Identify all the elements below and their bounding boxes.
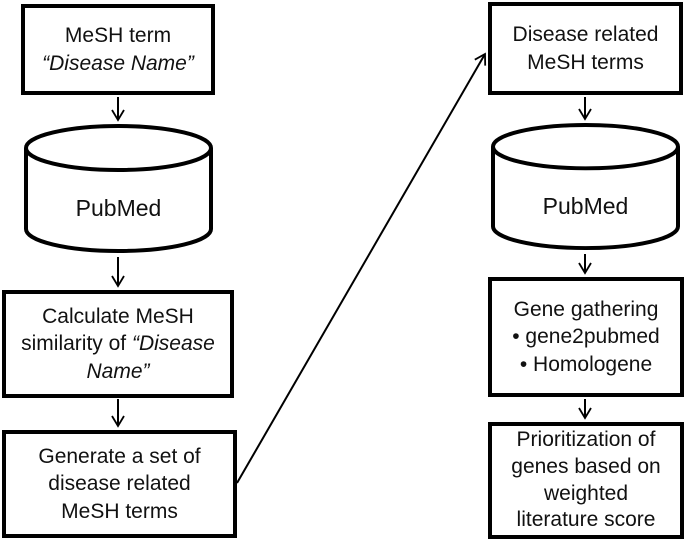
database-cylinder-shape [24, 124, 213, 253]
flow-box-mesh-term: MeSH term “Disease Name” [21, 4, 215, 95]
gene-gathering-title: Gene gathering [513, 298, 659, 322]
calculate-line2: similarity of “Disease [21, 330, 215, 357]
database-cylinder-shape [491, 123, 680, 251]
flow-box-generate-mesh-set: Generate a set of disease related MeSH t… [2, 430, 237, 538]
arrow-generate-to-diseaserelated [236, 52, 487, 484]
prioritization-text: Prioritization of genes based on weighte… [511, 427, 661, 532]
flow-box-prioritization: Prioritization of genes based on weighte… [488, 422, 684, 539]
calculate-line1: Calculate MeSH [42, 305, 194, 329]
calculate-line2-italic: “Disease [131, 332, 215, 356]
database-pubmed-right: PubMed [491, 123, 680, 252]
gene-gathering-bullet-gene2pubmed: • gene2pubmed [512, 325, 660, 349]
flow-box-calculate-similarity: Calculate MeSH similarity of “Disease Na… [2, 290, 234, 398]
disease-related-text: Disease related MeSH terms [512, 23, 659, 74]
calculate-line3: Name” [86, 359, 150, 383]
database-label: PubMed [542, 193, 629, 219]
database-pubmed-left: PubMed [24, 124, 213, 255]
flow-box-gene-gathering: Gene gathering • gene2pubmed • Homologen… [488, 277, 684, 397]
database-label: PubMed [75, 195, 162, 221]
gene-gathering-bullet-homologene: • Homologene [519, 352, 653, 376]
mesh-term-line: MeSH term [64, 24, 172, 48]
disease-name-line: “Disease Name” [42, 51, 194, 75]
flow-box-disease-related-terms: Disease related MeSH terms [488, 2, 683, 95]
generate-text: Generate a set of disease related MeSH t… [38, 445, 201, 523]
calculate-line2-regular: similarity of [21, 332, 132, 356]
